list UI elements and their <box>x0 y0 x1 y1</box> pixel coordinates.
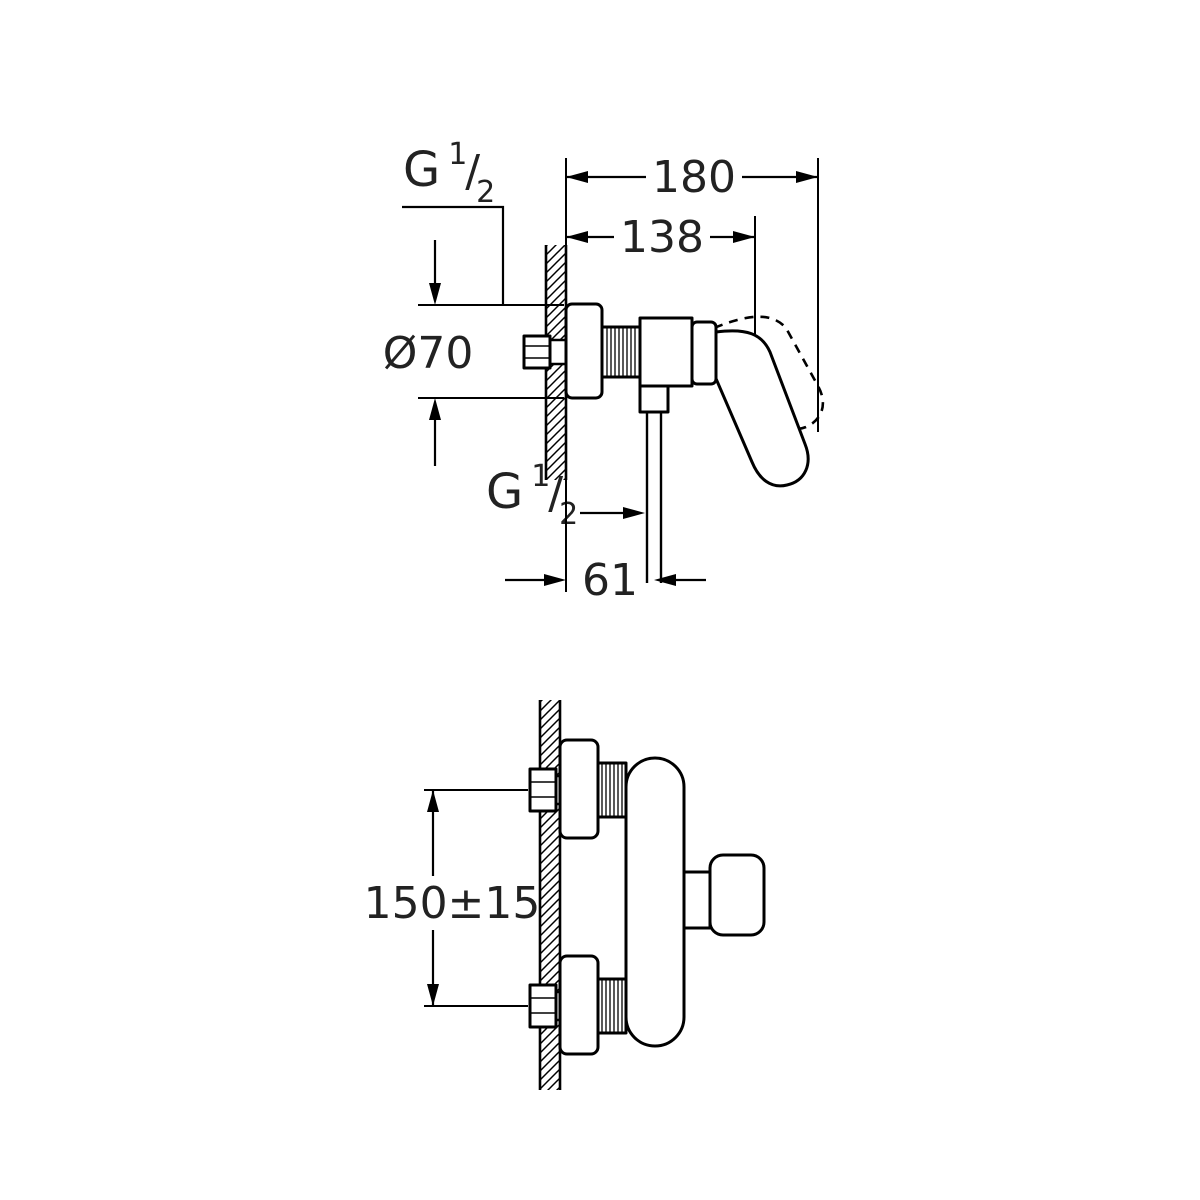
dim-61-group: 61 <box>505 480 706 606</box>
front-bottom-connection <box>528 954 628 1056</box>
dim-61-arrow-left <box>544 574 566 586</box>
dim-180-label: 180 <box>652 152 736 203</box>
union-nut-knurl-side <box>606 327 636 377</box>
dim-180-arrow-left <box>566 171 588 183</box>
front-top-nut-facets <box>530 781 556 798</box>
dim-180-arrow-right <box>796 171 818 183</box>
dim-diameter-arrow-top <box>429 283 441 305</box>
inlet-nut-body <box>522 334 552 370</box>
mixer-body-front <box>624 756 686 1048</box>
dim-61-arrow-right <box>654 574 676 586</box>
dim-138-arrow-right <box>733 231 755 243</box>
wall-pipe-body <box>548 340 568 364</box>
escutcheon-side <box>564 302 604 400</box>
dim-150-group: 150±15 <box>364 789 541 1007</box>
dim-150-arrow-top <box>427 790 439 812</box>
outlet-knob <box>708 853 766 937</box>
dim-150-ext-lines <box>424 789 528 1007</box>
front-bottom-nut <box>528 983 558 1029</box>
lever-handle-solid <box>712 329 810 488</box>
dim-138-arrow-left <box>566 231 588 243</box>
outlet-thread-arrow <box>623 507 645 519</box>
dim-138-group: 138 <box>566 212 756 334</box>
outlet-neck <box>682 870 712 930</box>
front-top-escutcheon <box>558 738 600 840</box>
shower-hose-pipe <box>645 412 663 583</box>
shower-outlet-elbow <box>638 384 670 414</box>
dim-150-arrow-bottom <box>427 984 439 1006</box>
front-bottom-union-knurl <box>601 979 623 1033</box>
front-bottom-nut-facets <box>530 997 556 1014</box>
wall-hatch-front <box>540 700 560 1090</box>
inlet-thread-leader <box>402 205 505 305</box>
front-top-nut <box>528 767 558 813</box>
front-bottom-escutcheon <box>558 954 600 1056</box>
dim-diameter-group: Ø70 <box>383 240 564 466</box>
dim-diameter-arrow-bottom <box>429 398 441 420</box>
dim-61-label: 61 <box>582 555 638 606</box>
wall-section-front <box>538 700 562 1090</box>
front-view: 150±15 <box>364 700 766 1090</box>
dim-150-label: 150±15 <box>364 878 541 929</box>
handle-hub <box>690 320 718 386</box>
union-nut-side <box>600 325 642 379</box>
inlet-nut <box>522 334 552 370</box>
dim-diameter-label: Ø70 <box>383 328 474 379</box>
inlet-nut-facets <box>524 345 550 359</box>
dim-180-group: 180 <box>565 152 819 432</box>
dim-138-label: 138 <box>620 212 704 263</box>
front-bottom-union <box>596 977 628 1035</box>
dim-diameter-ext-lines <box>418 304 564 399</box>
cartridge-body <box>638 316 694 388</box>
union-nut-body-side <box>600 325 642 379</box>
front-top-union-knurl <box>601 763 623 817</box>
